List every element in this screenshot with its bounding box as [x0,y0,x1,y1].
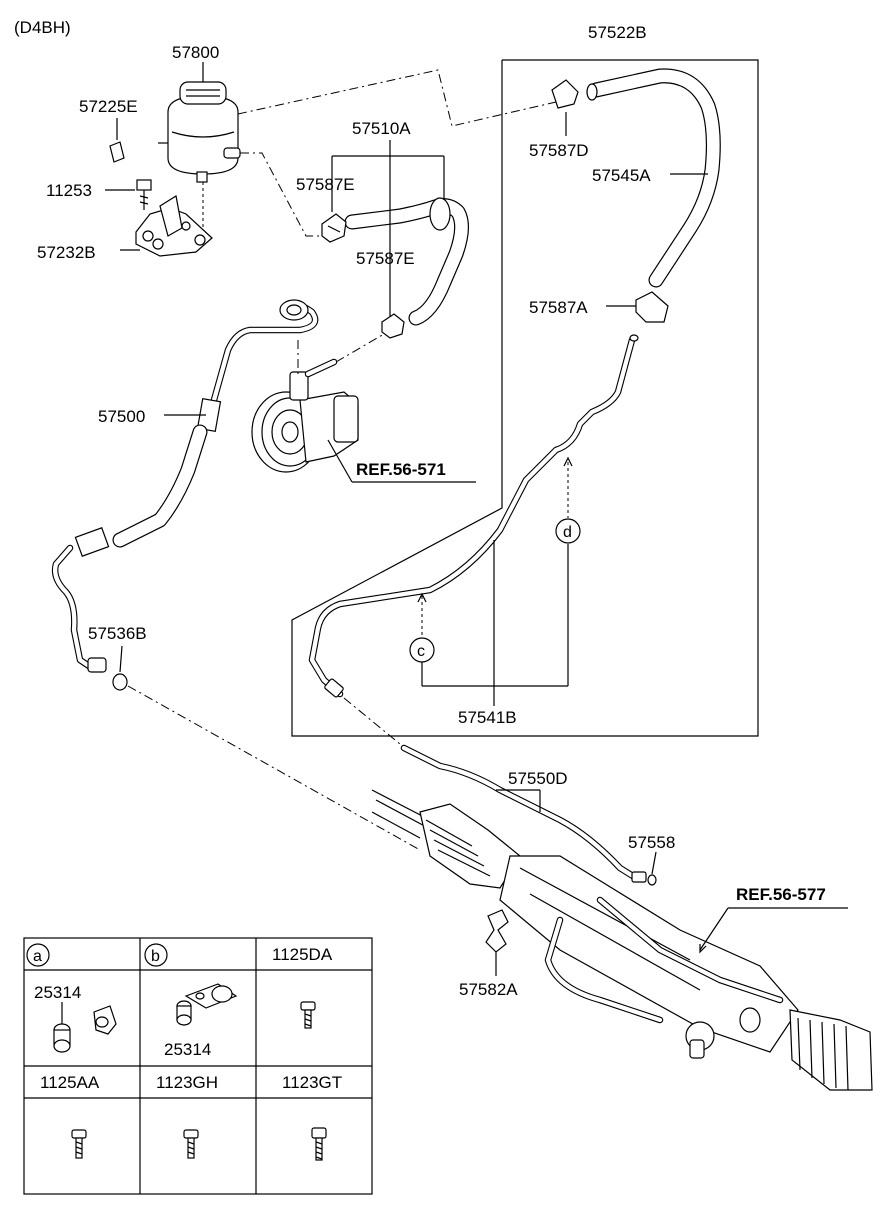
return-line-group-frame [291,59,759,737]
callout-d-letter: d [563,524,572,541]
label-pressure-hose[interactable]: 57500 [98,407,145,426]
pressure-hose-drawing [51,299,319,673]
label-seal-ring[interactable]: 57536B [88,624,147,643]
bolt-11253-drawing [105,179,152,210]
legend-title-1125aa[interactable]: 1125AA [40,1073,100,1092]
bracket-drawing [120,182,213,257]
legend-title-1123gh[interactable]: 1123GH [156,1073,218,1092]
legend-a-grommet-drawing [53,1002,117,1053]
label-oring[interactable]: 57558 [628,833,675,852]
legend-bolt-1125aa-drawing [71,1129,87,1159]
callout-c-circle [409,637,435,663]
label-return-hose-group[interactable]: 57522B [588,23,647,42]
label-gear-ref[interactable]: REF.56-577 [736,885,826,904]
callout-c-letter: c [417,643,425,660]
label-clip[interactable]: 57582A [459,980,518,999]
label-return-tube[interactable]: 57541B [458,708,517,727]
legend-a-part[interactable]: 25314 [34,983,81,1002]
clip-drawing [485,909,509,976]
cap-bolt-drawing [109,118,125,163]
label-clamp-d[interactable]: 57587D [529,141,589,160]
pump-drawing [251,340,476,483]
label-cap-bolt[interactable]: 57225E [79,97,138,116]
engine-code-label: (D4BH) [14,18,71,37]
callout-d-circle [555,518,581,544]
legend-b-circle [144,943,168,967]
label-gear-tube[interactable]: 57550D [508,769,568,788]
oring-drawing [647,874,657,886]
clamp-e-upper-drawing [321,213,347,243]
legend-a-circle [26,943,50,967]
clamp-e-lower-drawing [381,313,405,339]
reservoir-drawing [158,62,241,183]
suction-hose-drawing [331,140,469,326]
legend-b-grommet-drawing [176,983,238,1026]
legend-b-letter: b [151,948,160,965]
legend-title-1123gt[interactable]: 1123GT [282,1073,342,1092]
seal-ring-drawing [112,673,128,691]
label-clamp-a[interactable]: 57587A [529,298,588,317]
legend-title-1125da[interactable]: 1125DA [272,945,333,964]
steering-gear-drawing [371,744,873,1091]
legend-bolt-1123gt-drawing [311,1127,327,1161]
label-clamp-e-upper[interactable]: 57587E [296,175,355,194]
label-clamp-e-lower[interactable]: 57587E [356,249,415,268]
label-return-hose[interactable]: 57545A [592,166,651,185]
label-suction-hose-group[interactable]: 57510A [352,119,411,138]
label-bolt-11253[interactable]: 11253 [46,181,92,200]
return-tube-drawing [308,334,639,706]
clamp-a-drawing [606,291,669,323]
return-hose-drawing [586,68,721,288]
label-pump-ref[interactable]: REF.56-571 [356,460,446,479]
legend-a-letter: a [33,948,42,965]
label-reservoir[interactable]: 57800 [172,43,219,62]
legend-b-part[interactable]: 25314 [164,1040,211,1059]
label-bracket[interactable]: 57232B [37,243,96,262]
clamp-d-drawing [551,79,579,136]
legend-bolt-1125da-drawing [300,1001,316,1029]
legend-bolt-1123gh-drawing [183,1129,199,1159]
